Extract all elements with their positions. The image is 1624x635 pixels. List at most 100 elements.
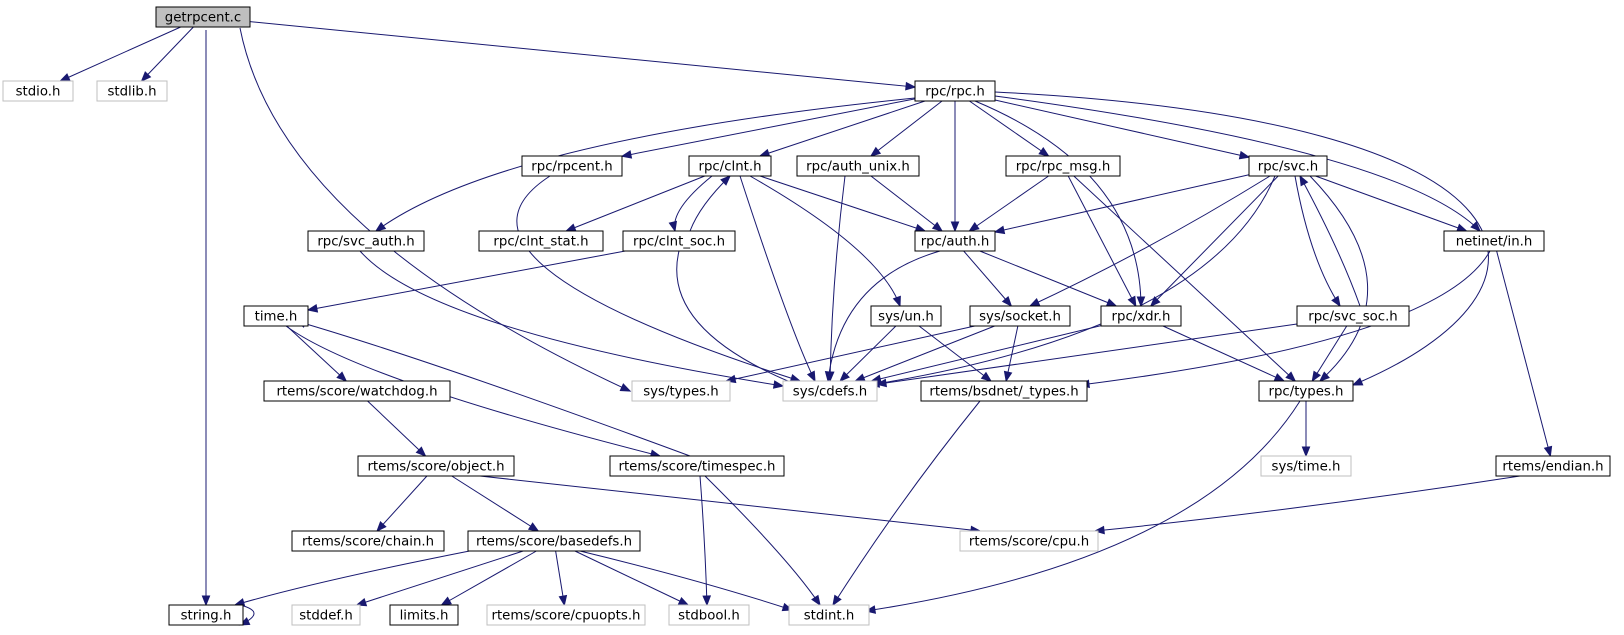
node-rpc-auth-unix-h[interactable]: rpc/auth_unix.h bbox=[796, 155, 920, 177]
node-stdio-h: stdio.h bbox=[2, 80, 74, 102]
node-rtems-score-basedefs-h[interactable]: rtems/score/basedefs.h bbox=[467, 530, 641, 552]
include-edge bbox=[1028, 175, 1271, 307]
node-rpc-clnt-stat-h[interactable]: rpc/clnt_stat.h bbox=[478, 230, 604, 252]
node-rpc-rpc-h[interactable]: rpc/rpc.h bbox=[914, 80, 996, 102]
node-rpc-rpcent-h[interactable]: rpc/rpcent.h bbox=[521, 155, 623, 177]
node-box bbox=[486, 604, 646, 626]
include-edge bbox=[950, 101, 960, 233]
edge-line bbox=[60, 26, 181, 82]
node-rpc-svc-h[interactable]: rpc/svc.h bbox=[1248, 155, 1328, 177]
node-getrpcent-c[interactable]: getrpcent.c bbox=[155, 6, 251, 28]
node-limits-h[interactable]: limits.h bbox=[389, 604, 459, 626]
node-box bbox=[521, 155, 623, 177]
node-label: rpc/xdr.h bbox=[1112, 310, 1171, 325]
edge-arrowhead bbox=[824, 371, 834, 383]
edge-line bbox=[621, 98, 916, 157]
edge-line bbox=[141, 26, 194, 82]
node-box bbox=[155, 6, 251, 28]
node-box bbox=[291, 604, 361, 626]
node-rpc-clnt-soc-h[interactable]: rpc/clnt_soc.h bbox=[622, 230, 736, 252]
edge-arrowhead bbox=[140, 71, 152, 82]
node-rtems-score-object-h[interactable]: rtems/score/object.h bbox=[357, 455, 515, 477]
node-label: rpc/svc_auth.h bbox=[317, 235, 414, 250]
edge-arrowhead bbox=[702, 595, 712, 607]
node-rtems-endian-h[interactable]: rtems/endian.h bbox=[1495, 455, 1611, 477]
edge-line bbox=[479, 475, 981, 532]
node-rtems-score-chain-h[interactable]: rtems/score/chain.h bbox=[291, 530, 445, 552]
node-box bbox=[796, 155, 920, 177]
node-stdbool-h: stdbool.h bbox=[668, 604, 750, 626]
node-sys-types-h: sys/types.h bbox=[631, 380, 731, 402]
edge-line bbox=[704, 475, 821, 606]
node-rpc-clnt-h[interactable]: rpc/clnt.h bbox=[688, 155, 772, 177]
node-box bbox=[168, 604, 244, 626]
node-label: rtems/score/basedefs.h bbox=[476, 535, 632, 550]
edge-line bbox=[1311, 325, 1348, 382]
node-string-h[interactable]: string.h bbox=[168, 604, 244, 626]
node-rpc-svc-auth-h[interactable]: rpc/svc_auth.h bbox=[307, 230, 425, 252]
node-time-h[interactable]: time.h bbox=[243, 305, 309, 327]
edge-line bbox=[739, 175, 816, 382]
edge-line bbox=[1150, 175, 1279, 307]
edge-line bbox=[375, 97, 916, 232]
node-box bbox=[243, 305, 309, 327]
edge-arrowhead bbox=[1136, 296, 1146, 308]
node-netinet-in-h[interactable]: netinet/in.h bbox=[1443, 230, 1545, 252]
node-label: sys/time.h bbox=[1272, 460, 1341, 475]
node-sys-socket-h[interactable]: sys/socket.h bbox=[969, 305, 1071, 327]
node-rpc-types-h[interactable]: rpc/types.h bbox=[1258, 380, 1354, 402]
include-edge bbox=[376, 475, 428, 532]
include-edge bbox=[1149, 175, 1279, 307]
node-rtems-score-watchdog-h[interactable]: rtems/score/watchdog.h bbox=[263, 380, 451, 402]
edge-line bbox=[239, 27, 631, 392]
edge-arrowhead bbox=[1299, 174, 1309, 187]
include-edge bbox=[825, 175, 846, 383]
include-edge bbox=[1496, 250, 1553, 458]
node-box bbox=[1100, 305, 1182, 327]
edge-arrowhead bbox=[1285, 371, 1297, 382]
node-box bbox=[1495, 455, 1611, 477]
node-label: stddef.h bbox=[299, 609, 353, 624]
include-edge bbox=[374, 97, 916, 232]
node-rpc-rpc-msg-h[interactable]: rpc/rpc_msg.h bbox=[1005, 155, 1121, 177]
node-rtems-score-timespec-h[interactable]: rtems/score/timespec.h bbox=[609, 455, 785, 477]
node-sys-un-h[interactable]: sys/un.h bbox=[870, 305, 942, 327]
node-box bbox=[668, 604, 750, 626]
node-box bbox=[467, 530, 641, 552]
node-box bbox=[1260, 455, 1352, 477]
include-edge bbox=[1311, 325, 1348, 383]
include-edge bbox=[574, 550, 690, 606]
edge-arrowhead bbox=[1003, 370, 1013, 383]
include-edge bbox=[440, 550, 537, 606]
include-edge bbox=[724, 325, 975, 384]
edge-line bbox=[871, 325, 1102, 382]
node-box bbox=[688, 155, 772, 177]
node-label: rtems/score/object.h bbox=[367, 460, 504, 475]
node-stdlib-h: stdlib.h bbox=[96, 80, 168, 102]
node-label: rtems/score/cpuopts.h bbox=[492, 609, 641, 624]
edge-line bbox=[869, 175, 1276, 386]
edge-arrowhead bbox=[1093, 525, 1105, 535]
edge-line bbox=[1496, 250, 1551, 457]
edge-arrowhead bbox=[931, 221, 944, 232]
node-label: rpc/svc_soc.h bbox=[1308, 310, 1397, 325]
node-rtems-bsdnet--types-h[interactable]: rtems/bsdnet/_types.h bbox=[920, 380, 1088, 402]
include-edge bbox=[59, 26, 181, 82]
include-edge bbox=[201, 30, 211, 607]
edge-arrowhead bbox=[1001, 295, 1013, 308]
node-rpc-xdr-h[interactable]: rpc/xdr.h bbox=[1100, 305, 1182, 327]
node-box bbox=[1005, 155, 1121, 177]
edge-line bbox=[832, 400, 981, 606]
edge-arrowhead bbox=[869, 146, 882, 157]
node-label: rtems/score/chain.h bbox=[302, 535, 434, 550]
edge-arrowhead bbox=[1105, 298, 1118, 307]
edge-arrowhead bbox=[892, 295, 901, 308]
edge-line bbox=[286, 325, 347, 382]
edge-arrowhead bbox=[1311, 370, 1321, 383]
node-rpc-auth-h[interactable]: rpc/auth.h bbox=[914, 230, 996, 252]
edge-arrowhead bbox=[1238, 150, 1251, 160]
edge-line bbox=[979, 250, 1117, 307]
node-rpc-svc-soc-h[interactable]: rpc/svc_soc.h bbox=[1296, 305, 1410, 327]
edge-line bbox=[1079, 250, 1491, 386]
